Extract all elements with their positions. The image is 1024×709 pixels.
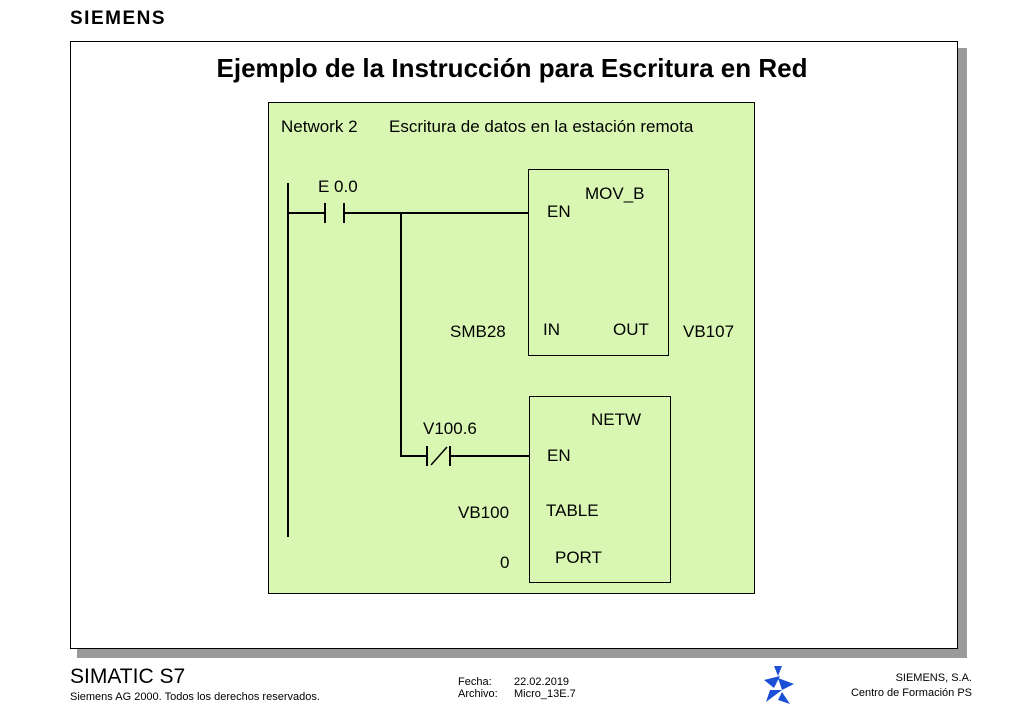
contact-e00-right-bar [343, 203, 345, 223]
branch-vertical-wire [400, 212, 402, 456]
footer-product: SIMATIC S7 [70, 665, 186, 688]
mov-b-name: MOV_B [585, 184, 645, 203]
contact-e00-label: E 0.0 [318, 177, 358, 196]
mov-b-en: EN [547, 202, 571, 221]
netw-port: PORT [555, 548, 602, 567]
netw-box [529, 396, 671, 583]
training-center-logo-icon [764, 666, 794, 704]
contact-e00-left-bar [324, 203, 326, 223]
slide-title: Ejemplo de la Instrucción para Escritura… [216, 53, 808, 83]
network-description: Escritura de datos en la estación remota [389, 117, 694, 136]
netw-table: TABLE [546, 501, 599, 520]
netw-name: NETW [591, 410, 642, 429]
company-info: SIEMENS, S.A. Centro de Formación PS [851, 671, 972, 701]
contact-v1006-label: V100.6 [423, 419, 477, 438]
mov-b-out: OUT [613, 320, 649, 339]
network-name: Network 2 [281, 117, 358, 136]
mov-b-in: IN [543, 320, 560, 339]
mov-b-out-operand: VB107 [683, 322, 735, 341]
rung-2-wire-b [451, 455, 530, 457]
archivo-label: Archivo: [458, 688, 498, 700]
footer-copyright: Siemens AG 2000. Todos los derechos rese… [70, 691, 320, 703]
archivo-value: Micro_13E.7 [514, 688, 576, 700]
netw-table-operand: VB100 [458, 503, 510, 522]
mov-b-box [528, 169, 669, 356]
contact-v1006-nc-slash [430, 446, 448, 466]
mov-b-in-operand: SMB28 [450, 322, 506, 341]
siemens-logo: SIEMENS [70, 8, 167, 29]
power-rail [287, 183, 289, 537]
fecha-label: Fecha: [458, 676, 492, 688]
fecha-value: 22.02.2019 [514, 676, 570, 688]
netw-port-operand: 0 [500, 553, 510, 572]
contact-v1006-left-bar [426, 446, 428, 466]
company-name: SIEMENS, S.A. [895, 672, 972, 684]
ladder-diagram-panel [268, 102, 755, 594]
rung-1-wire-a [289, 212, 325, 214]
company-department: Centro de Formación PS [850, 687, 972, 699]
rung-2-wire-a [400, 455, 427, 457]
netw-en: EN [547, 446, 571, 465]
rung-1-wire-b [345, 212, 528, 214]
contact-v1006-right-bar [449, 446, 451, 466]
